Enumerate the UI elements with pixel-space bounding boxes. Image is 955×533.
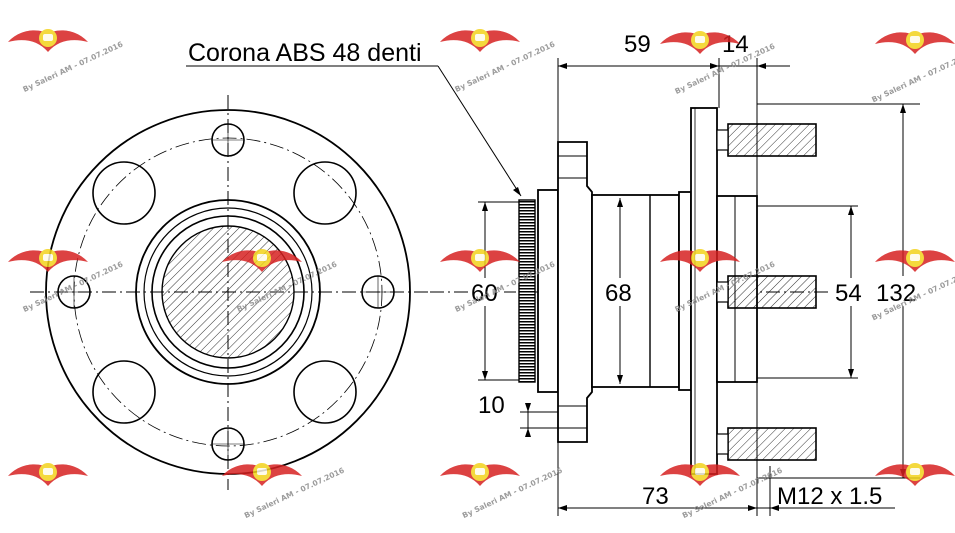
hub-pilot-outer: [135, 199, 321, 385]
relief-hole: [293, 360, 357, 424]
dimension-lines: [186, 58, 920, 516]
dim-132: 132: [876, 280, 916, 307]
wheel-stud: [727, 123, 817, 157]
dim-10: 10: [478, 392, 505, 419]
dim-68: 68: [605, 280, 632, 307]
relief-hole: [92, 360, 156, 424]
wheel-stud: [727, 427, 817, 461]
watermark-text: By Saleri AM - 07.07.2016: [21, 40, 124, 94]
watermark-text: By Saleri AM - 07.07.2016: [870, 50, 955, 104]
abs-tone-ring: [518, 199, 536, 383]
dim-60: 60: [471, 280, 498, 307]
hub-shoulder: [678, 191, 692, 391]
watermark-text: By Saleri AM - 07.07.2016: [453, 40, 556, 94]
relief-hole: [92, 161, 156, 225]
abs-ring-label: Corona ABS 48 denti: [188, 39, 422, 67]
hub-cap-outer: [151, 215, 305, 369]
dim-thread: M12 x 1.5: [777, 483, 882, 510]
mounting-flange: [557, 141, 593, 443]
bearing-outer-ring: [537, 189, 559, 393]
front-view: [30, 95, 430, 490]
dim-54: 54: [835, 280, 862, 307]
dim-59: 59: [624, 31, 651, 58]
hub-pilot-inner: [143, 207, 313, 377]
watermark-text: By Saleri AM - 07.07.2016: [21, 260, 124, 314]
dim-73: 73: [642, 483, 669, 510]
relief-hole: [293, 161, 357, 225]
